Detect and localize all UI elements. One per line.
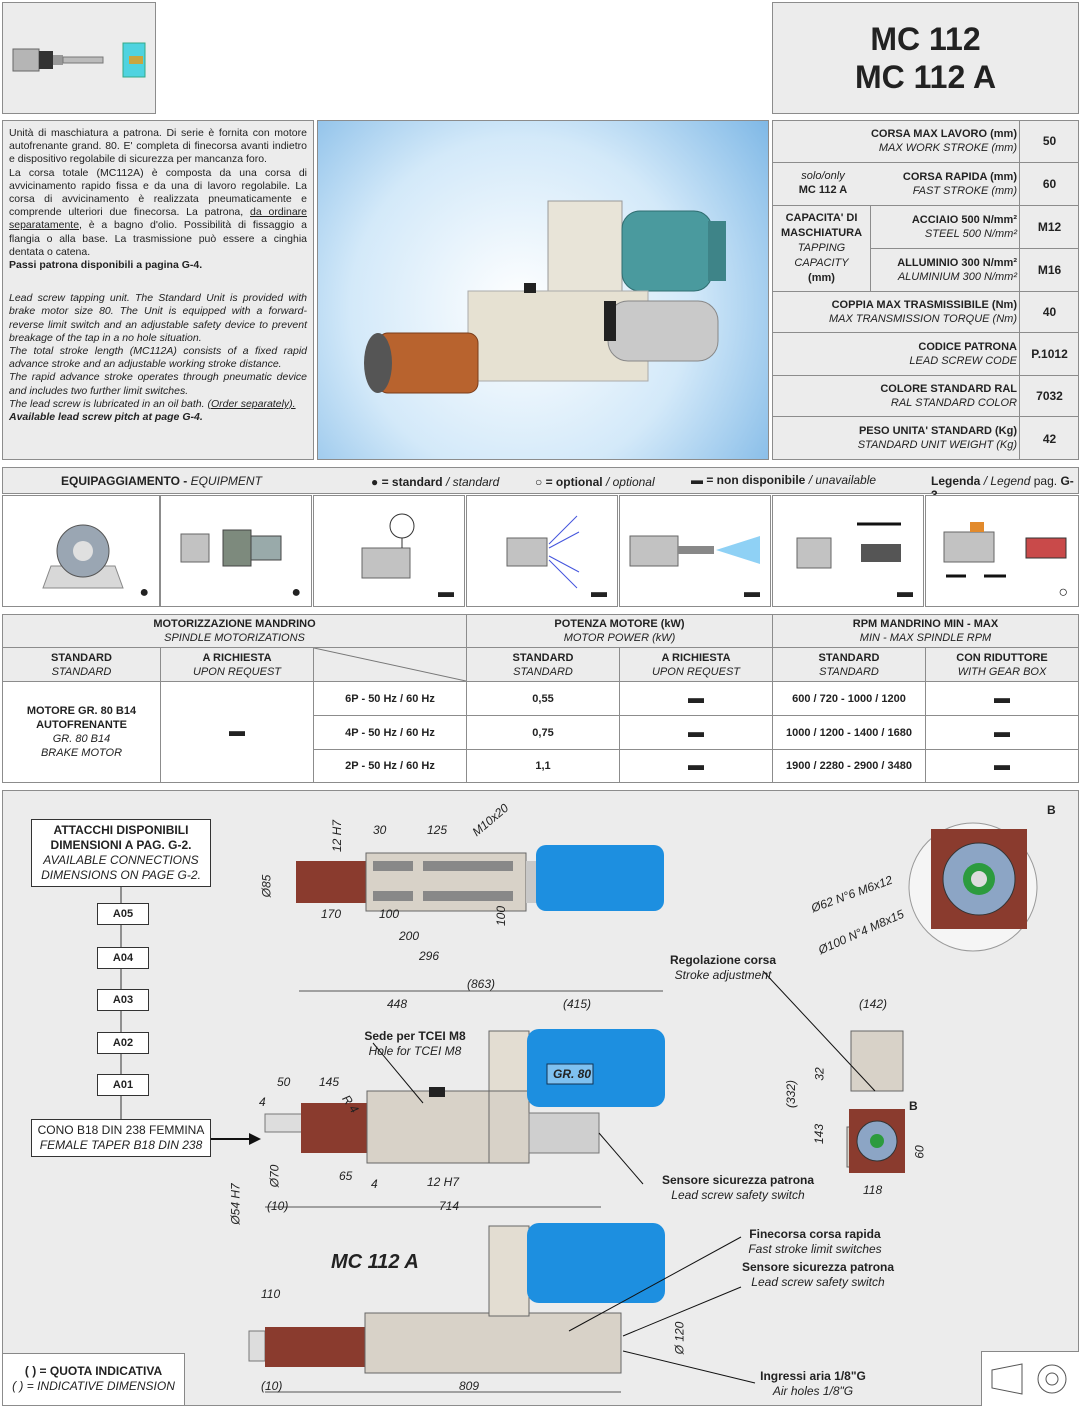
row-power: 0,55	[466, 681, 620, 716]
detail-b-label: B	[909, 1099, 918, 1113]
row-rpm: 600 / 720 - 1000 / 1200	[772, 681, 926, 716]
dial-gauge-icon	[361, 513, 415, 579]
row-power: 0,75	[466, 715, 620, 750]
motor-h2: POTENZA MOTORE (kW)MOTOR POWER (kW)	[466, 614, 773, 648]
row-rpm-gear: ▬	[925, 681, 1079, 716]
model-title-line2: MC 112 A	[854, 59, 997, 95]
connection-a04: A04	[97, 947, 149, 969]
equip-gauge: ▬	[313, 495, 465, 607]
base-mount-icon	[42, 524, 124, 589]
spec-torque: COPPIA MAX TRASMISSIBILE (Nm)MAX TRANSMI…	[773, 292, 1079, 333]
desc-en-p3: The rapid advance stroke operates throug…	[9, 371, 307, 397]
spec-capacity: CAPACITA' DI MASCHIATURA TAPPING CAPACIT…	[773, 206, 871, 292]
detail-b-label: B	[1047, 803, 1056, 817]
row-power-req: ▬	[619, 715, 773, 750]
spec-weight: PESO UNITA' STANDARD (Kg)STANDARD UNIT W…	[773, 417, 1079, 460]
thumbnail-panel	[2, 2, 156, 114]
row-rpm: 1900 / 2280 - 2900 / 3480	[772, 749, 926, 783]
row-poles: 2P - 50 Hz / 60 Hz	[313, 749, 467, 783]
desc-en-p2: The total stroke length (MC112A) consist…	[9, 345, 307, 371]
row-poles: 4P - 50 Hz / 60 Hz	[313, 715, 467, 750]
equipment-header: EQUIPAGGIAMENTO - EQUIPMENT ● = standard…	[2, 467, 1079, 502]
electronic-control-icon	[943, 522, 1067, 578]
row-power-req: ▬	[619, 749, 773, 783]
connection-a02: A02	[97, 1032, 149, 1054]
through-coolant-icon	[629, 535, 760, 567]
projection-symbol-icon	[981, 1351, 1079, 1406]
desc-en-p5: Available lead screw pitch at page G-4.	[9, 411, 203, 424]
desc-it-p3: Passi patrona disponibili a pagina G-4.	[9, 259, 203, 272]
quick-change-icon	[796, 522, 901, 569]
model-a-label: MC 112 A	[331, 1251, 419, 1273]
row-rpm-gear: ▬	[925, 715, 1079, 750]
connection-a03: A03	[97, 989, 149, 1011]
desc-it-p2: La corsa totale (MC112A) è composta da u…	[9, 166, 307, 258]
row-power-req: ▬	[619, 681, 773, 716]
spec-stroke: CORSA MAX LAVORO (mm)MAX WORK STROKE (mm…	[773, 120, 1079, 163]
specs-table	[772, 120, 1079, 460]
unit-thumbnail-icon	[12, 42, 146, 78]
equip-electronic-control: ○	[925, 495, 1079, 607]
row-power: 1,1	[466, 749, 620, 783]
row-rpm: 1000 / 1200 - 1400 / 1680	[772, 715, 926, 750]
connection-a05: A05	[97, 903, 149, 925]
description-panel: Unità di maschiatura a patrona. Di serie…	[2, 120, 314, 460]
equip-coolant-spray: ▬	[466, 495, 618, 607]
motor-request-dash: ▬	[160, 681, 314, 783]
product-photo	[317, 120, 769, 460]
model-title-panel: MC 112 MC 112 A	[772, 2, 1079, 114]
motor-sub-blank	[313, 647, 467, 682]
row-poles: 6P - 50 Hz / 60 Hz	[313, 681, 467, 716]
desc-it-p1: Unità di maschiatura a patrona. Di serie…	[9, 127, 307, 166]
equip-flange: ●	[160, 495, 312, 607]
equip-through-coolant: ▬	[619, 495, 771, 607]
desc-en-p1: Lead screw tapping unit. The Standard Un…	[9, 292, 307, 344]
connection-a01: A01	[97, 1074, 149, 1096]
flange-icon	[180, 529, 282, 567]
equip-base-mount: ●	[2, 495, 160, 607]
equip-quick-change: ▬	[772, 495, 924, 607]
coolant-spray-icon	[506, 515, 580, 589]
desc-en-p4: The lead screw is lubricated in an oil b…	[9, 397, 296, 410]
model-title-line1: MC 112	[870, 21, 981, 57]
row-rpm-gear: ▬	[925, 749, 1079, 783]
gr80-label: GR. 80	[553, 1067, 592, 1081]
indicative-note: ( ) = QUOTA INDICATIVA( ) = INDICATIVE D…	[3, 1353, 185, 1405]
